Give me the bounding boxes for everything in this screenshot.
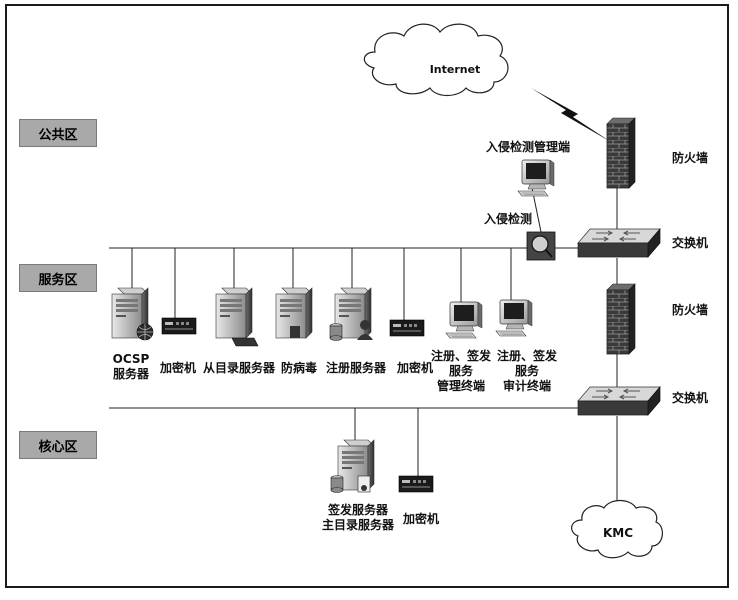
- registration-user-icon: [357, 320, 373, 340]
- issuing-certificate-icon: [357, 475, 371, 493]
- reg-audit-terminal-icon: [495, 299, 533, 337]
- ocsp-server-label: OCSP 服务器: [111, 352, 151, 382]
- reg-mgmt-label-line1: 注册、签发: [430, 349, 491, 363]
- keyboard-icon: [231, 337, 259, 347]
- kmc-label: KMC: [602, 526, 634, 540]
- ids-manager-label: 入侵检测管理端: [486, 140, 571, 154]
- reg-mgmt-terminal-label: 注册、签发 服务 管理终端: [428, 349, 494, 394]
- switch-top-icon: [577, 228, 661, 258]
- reg-audit-label-line2: 服务: [514, 364, 539, 378]
- firewall-middle-label: 防火墙: [672, 303, 709, 317]
- reg-audit-label-line1: 注册、签发: [496, 349, 557, 363]
- encryptor2-icon: [389, 319, 425, 337]
- reg-audit-terminal-label: 注册、签发 服务 审计终端: [494, 349, 560, 394]
- ids-sensor-label: 入侵检测: [484, 212, 533, 226]
- ocsp-label-line2: 服务器: [112, 367, 149, 381]
- diagram-frame: [5, 4, 729, 588]
- reg-audit-label-line3: 审计终端: [502, 379, 551, 393]
- zone-core: 核心区: [19, 431, 97, 459]
- switch-bottom-icon: [577, 386, 661, 416]
- ocsp-label-line1: OCSP: [112, 352, 150, 366]
- encryptor1-icon: [161, 317, 197, 335]
- slave-directory-server-icon: [215, 287, 253, 339]
- encryptor1-label: 加密机: [160, 361, 197, 375]
- internet-cloud-icon: [363, 23, 509, 97]
- antivirus-label: 防病毒: [281, 361, 318, 375]
- issuing-database-icon: [330, 475, 344, 493]
- reg-mgmt-terminal-icon: [445, 301, 483, 339]
- zone-public: 公共区: [19, 119, 97, 147]
- issuing-server-label: 签发服务器 主目录服务器: [316, 503, 400, 533]
- lightning-icon: [531, 88, 611, 142]
- firewall-top-icon: [606, 117, 636, 189]
- registration-database-icon: [329, 323, 343, 341]
- internet-label: Internet: [429, 63, 481, 76]
- reg-mgmt-label-line2: 服务: [448, 364, 473, 378]
- encryptor2-label: 加密机: [397, 361, 434, 375]
- switch-top-label: 交换机: [672, 236, 709, 250]
- ids-manager-monitor-icon: [517, 159, 555, 197]
- encryptor3-icon: [398, 475, 434, 493]
- encryptor3-label: 加密机: [403, 512, 440, 526]
- slave-directory-label: 从目录服务器: [203, 361, 276, 375]
- issuing-label-line2: 主目录服务器: [321, 518, 394, 532]
- issuing-label-line1: 签发服务器: [327, 503, 388, 517]
- antivirus-badge-icon: [290, 326, 300, 338]
- zone-service: 服务区: [19, 264, 97, 292]
- ids-sensor-icon: [526, 231, 556, 261]
- registration-server-label: 注册服务器: [326, 361, 387, 375]
- reg-mgmt-label-line3: 管理终端: [436, 379, 485, 393]
- ocsp-globe-icon: [136, 323, 154, 341]
- switch-bottom-label: 交换机: [672, 391, 709, 405]
- firewall-top-label: 防火墙: [672, 151, 709, 165]
- firewall-middle-icon: [606, 283, 636, 355]
- kmc-cloud-icon: [571, 499, 663, 559]
